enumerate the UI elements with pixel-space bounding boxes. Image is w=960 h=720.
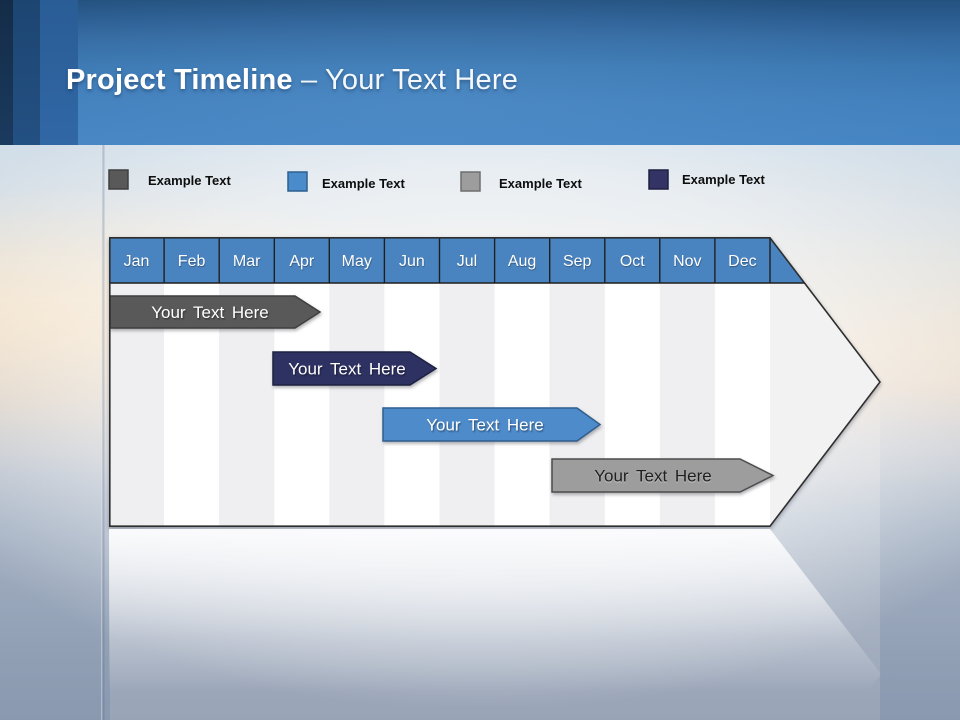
title-band [0,0,960,145]
title-band-stripe-medium [13,0,40,145]
background-building-edge [101,145,105,720]
month-label: Jun [399,253,425,270]
month-label: Jan [124,253,150,270]
month-label: Feb [178,253,206,270]
timeline-arrow: Jan Feb Mar Apr May Jun Jul Aug Sep Oct … [109,237,882,528]
legend-label: Example Text [322,176,405,191]
task-bar-2: Your Text Here [272,351,438,386]
month-label: Dec [728,253,756,270]
task-bar-shape [382,407,602,442]
month-label: Sep [563,253,592,270]
task-bar-shape [272,351,438,386]
task-bar-1: Your Text Here [109,295,322,329]
timeline-outline [109,237,882,528]
page-title-suffix: – Your Text Here [300,64,519,96]
timeline-reflection [109,529,881,720]
month-column [439,283,495,527]
month-column [384,283,440,527]
legend-label: Example Text [499,176,582,191]
month-label: Oct [620,253,645,270]
title-band-stripe-dark [0,0,13,145]
timeline-chart: Jan Feb Mar Apr May Jun Jul Aug Sep Oct … [109,237,882,528]
title-band-stripe-light [40,0,78,145]
task-bar-shape [551,458,775,493]
legend-label: Example Text [682,172,765,187]
task-bar-label: Your Text Here [151,303,269,322]
task-bar-4: Your Text Here [551,458,775,493]
month-label: May [342,253,372,270]
month-label: Jul [457,253,477,270]
month-column [494,283,550,527]
task-bar-label: Your Text Here [594,467,712,486]
month-label: Mar [233,253,261,270]
page-title-main: Project Timeline [66,64,301,96]
task-bar-label: Your Text Here [426,416,544,435]
legend-swatch-gray [460,171,481,192]
month-label: Nov [673,253,701,270]
legend-swatch-navy [648,169,669,190]
legend-swatch-blue [287,171,308,192]
legend-label: Example Text [148,173,231,188]
task-bar-label: Your Text Here [288,360,406,379]
task-bar-3: Your Text Here [382,407,602,442]
month-label: Apr [289,253,315,270]
month-column [329,283,385,527]
legend-swatch-gray-dark [108,169,129,190]
month-header-gridlines [109,237,806,284]
month-label: Aug [508,253,536,270]
page-title: Project Timeline – Your Text Here [66,60,518,100]
